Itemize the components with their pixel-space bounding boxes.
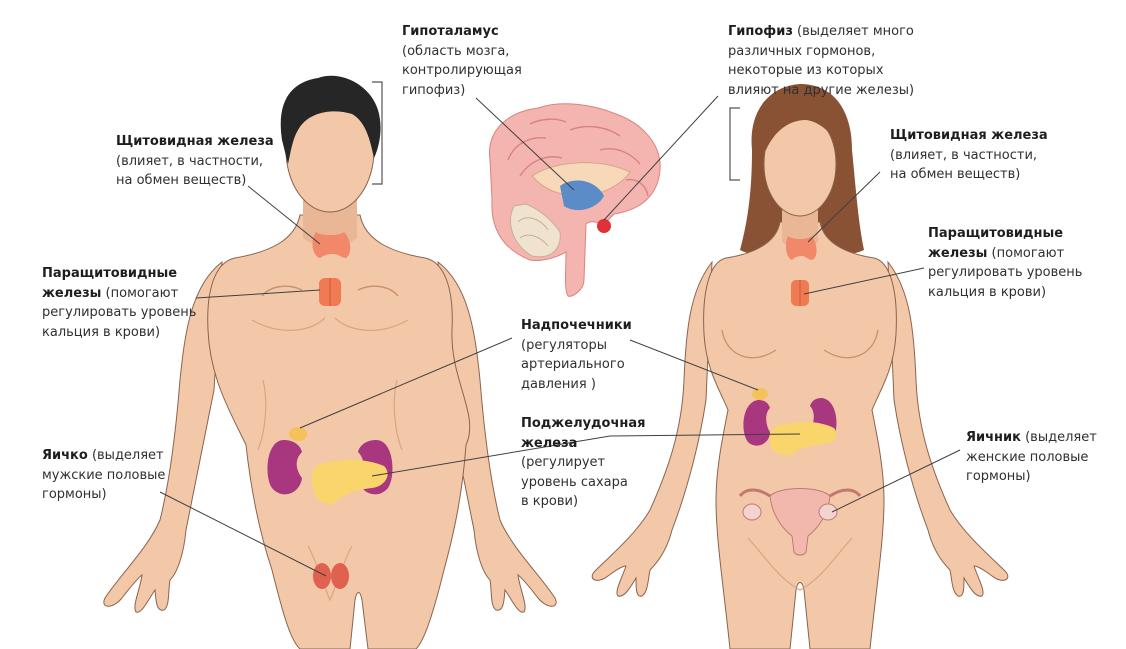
parathyroid-left-rest-2: (помогают bbox=[101, 285, 179, 301]
hypothalamus-desc-1: (область мозга, bbox=[402, 43, 510, 59]
male-pancreas bbox=[311, 459, 388, 504]
testis-title: Яичко bbox=[42, 448, 88, 463]
pituitary-title: Гипофиз bbox=[728, 24, 793, 39]
parathyroid-left-title-1: Паращитовидные bbox=[42, 266, 178, 281]
ovary-desc-1: женские половые bbox=[966, 449, 1089, 465]
parathyroid-left-label: Паращитовидные железы (помогают регулиро… bbox=[42, 264, 196, 342]
parathyroid-left-desc-2: кальция в крови) bbox=[42, 324, 161, 340]
parathyroid-left-desc-1: регулировать уровень bbox=[42, 305, 197, 320]
thyroid-left-desc-1: (влияет, в частности, bbox=[116, 153, 264, 169]
brain-cross-section bbox=[489, 103, 661, 297]
ovary-title: Яичник bbox=[966, 430, 1021, 445]
pancreas-label: Поджелудочная железа (регулирует уровень… bbox=[521, 414, 646, 512]
female-adrenal bbox=[752, 388, 768, 400]
adrenal-desc-3: давления ) bbox=[521, 376, 596, 392]
male-right-arm bbox=[437, 260, 557, 613]
parathyroid-right-title-2: железы bbox=[928, 245, 988, 261]
pituitary-shape bbox=[597, 219, 611, 233]
parathyroid-right-desc-2: кальция в крови) bbox=[928, 284, 1047, 300]
male-thyroid bbox=[312, 232, 351, 258]
male-left-arm bbox=[103, 260, 223, 613]
parathyroid-right-rest-2: (помогают bbox=[987, 245, 1065, 261]
pancreas-title-1: Поджелудочная bbox=[521, 416, 646, 431]
ovary-label: Яичник (выделяет женские половые гормоны… bbox=[966, 428, 1097, 487]
pituitary-desc-1: различных гормонов, bbox=[728, 43, 876, 59]
thyroid-left-title: Щитовидная железа bbox=[116, 134, 274, 149]
thyroid-right-title: Щитовидная железа bbox=[890, 128, 1048, 143]
testis-desc-1: мужские половые bbox=[42, 467, 166, 483]
adrenal-desc-2: артериального bbox=[521, 357, 625, 372]
female-thyroid bbox=[785, 236, 817, 260]
ovary-rest-1: (выделяет bbox=[1020, 430, 1097, 445]
male-adrenal bbox=[289, 427, 307, 441]
testis-desc-2: гормоны) bbox=[42, 487, 107, 502]
ovary-desc-2: гормоны) bbox=[966, 469, 1031, 484]
pituitary-desc-2: некоторые из которых bbox=[728, 63, 884, 78]
testis-rest-1: (выделяет bbox=[87, 448, 164, 463]
male-figure bbox=[103, 75, 557, 649]
pituitary-label: Гипофиз (выделяет много различных гормон… bbox=[728, 22, 914, 100]
female-figure bbox=[591, 84, 1009, 649]
female-left-arm bbox=[591, 260, 713, 597]
female-uterus bbox=[769, 488, 831, 556]
thyroid-right-label: Щитовидная железа (влияет, в частности, … bbox=[890, 126, 1048, 185]
thyroid-right-desc-2: на обмен веществ) bbox=[890, 167, 1021, 182]
adrenal-label: Надпочечники (регуляторы артериального д… bbox=[521, 316, 632, 394]
female-ovary-left bbox=[742, 503, 762, 521]
female-ovary-right bbox=[818, 503, 838, 521]
parathyroid-right-title-1: Паращитовидные bbox=[928, 226, 1064, 241]
hypothalamus-label: Гипоталамус (область мозга, контролирующ… bbox=[402, 22, 522, 100]
pancreas-desc-1: (регулирует bbox=[521, 455, 606, 470]
female-right-arm bbox=[887, 260, 1009, 597]
pancreas-desc-2: уровень сахара bbox=[521, 474, 628, 490]
thyroid-left-label: Щитовидная железа (влияет, в частности, … bbox=[116, 132, 274, 191]
pituitary-desc-0: (выделяет много bbox=[792, 24, 914, 39]
hypothalamus-shape bbox=[560, 180, 604, 211]
testis-label: Яичко (выделяет мужские половые гормоны) bbox=[42, 446, 165, 505]
parathyroid-left-title-2: железы bbox=[42, 285, 102, 301]
male-testis-right bbox=[331, 563, 349, 589]
male-kidney-left bbox=[267, 440, 302, 495]
leader-lines bbox=[159, 95, 961, 577]
adrenal-desc-1: (регуляторы bbox=[521, 337, 608, 353]
thyroid-right-desc-1: (влияет, в частности, bbox=[890, 147, 1038, 163]
male-torso bbox=[207, 214, 471, 649]
hypothalamus-title: Гипоталамус bbox=[402, 24, 499, 39]
parathyroid-right-desc-1: регулировать уровень bbox=[928, 265, 1083, 280]
thyroid-left-desc-2: на обмен веществ) bbox=[116, 173, 247, 188]
parathyroid-right-label: Паращитовидные железы (помогают регулиро… bbox=[928, 224, 1082, 302]
pituitary-desc-3: влияют на другие железы) bbox=[728, 82, 915, 98]
pancreas-title-2: железа bbox=[521, 435, 578, 451]
male-hair bbox=[280, 75, 381, 164]
hypothalamus-desc-2: контролирующая bbox=[402, 63, 522, 78]
hypothalamus-desc-3: гипофиз) bbox=[402, 82, 466, 98]
male-testis-left bbox=[313, 563, 331, 589]
adrenal-title: Надпочечники bbox=[521, 318, 632, 333]
female-pancreas bbox=[769, 421, 837, 456]
pancreas-desc-3: в крови) bbox=[521, 494, 579, 509]
